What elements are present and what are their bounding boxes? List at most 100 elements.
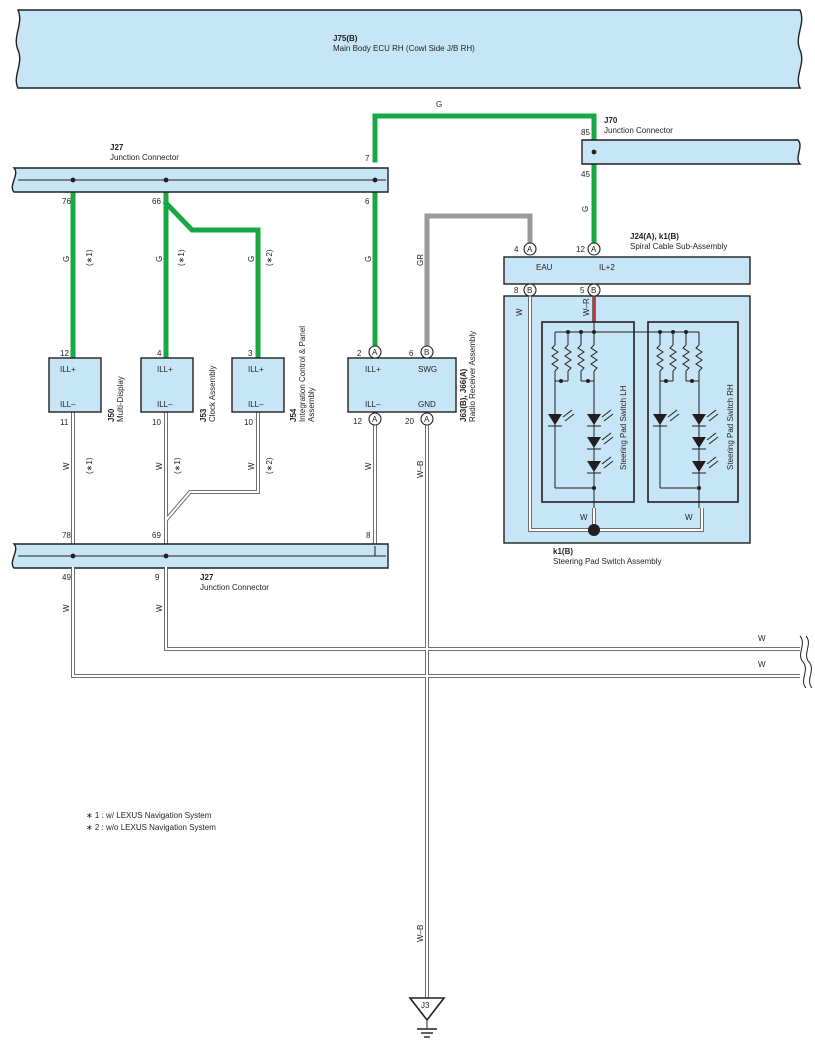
j27-top-junction-connector: J27 Junction Connector 76 66 7 6 bbox=[11, 143, 389, 206]
wire-labels: G G G (∗1) G (∗1) G (∗2) G GR W (∗1) W (… bbox=[62, 100, 766, 942]
ground-code: J3 bbox=[421, 1001, 430, 1010]
switch-rh-label: Steering Pad Switch RH bbox=[726, 384, 735, 470]
k1-wire-w-right: W bbox=[685, 513, 693, 522]
j53-name: Clock Assembly bbox=[208, 366, 217, 422]
ground-j3: J3 bbox=[408, 997, 446, 1038]
notes: ∗ 1 : w/ LEXUS Navigation System ∗ 2 : w… bbox=[86, 811, 216, 832]
svg-text:A: A bbox=[591, 245, 597, 254]
j27-top-name: Junction Connector bbox=[110, 153, 179, 162]
j53-ill-minus: ILL– bbox=[157, 400, 173, 409]
j24-spiral-cable: J24(A), k1(B) Spiral Cable Sub-Assembly … bbox=[503, 232, 751, 295]
wire-label-w-j50: W bbox=[62, 462, 71, 470]
j54-integration-control-panel: ILL+ ILL– 3 10 J54 Integration Control &… bbox=[231, 326, 316, 427]
wire-label-tag1-j50: (∗1) bbox=[85, 249, 94, 266]
j53-pin-bottom: 10 bbox=[152, 418, 161, 427]
j24-terminal-il2: IL+2 bbox=[599, 263, 615, 272]
j63-ill-plus: ILL+ bbox=[365, 365, 381, 374]
switch-lh-label: Steering Pad Switch LH bbox=[619, 385, 628, 470]
wire-label-tag1-w-j53: (∗1) bbox=[173, 457, 182, 474]
j63-pin-20: 20 bbox=[405, 417, 414, 426]
svg-text:B: B bbox=[424, 348, 429, 357]
svg-text:A: A bbox=[424, 415, 430, 424]
wire-label-w-j54: W bbox=[247, 462, 256, 470]
note-1: ∗ 1 : w/ LEXUS Navigation System bbox=[86, 811, 212, 820]
j27b-pin-78: 78 bbox=[62, 531, 71, 540]
j24-code: J24(A), k1(B) bbox=[630, 232, 679, 241]
wire-label-g-j54: G bbox=[247, 256, 256, 262]
j27b-code: J27 bbox=[200, 573, 214, 582]
j63-pin-6: 6 bbox=[409, 349, 414, 358]
svg-text:B: B bbox=[591, 286, 596, 295]
switch-lh-block bbox=[541, 321, 635, 503]
j70-junction-connector: J70 Junction Connector 85 45 bbox=[581, 116, 802, 179]
wire-label-gr: GR bbox=[416, 254, 425, 266]
j24-terminal-eau: EAU bbox=[536, 263, 553, 272]
wire-label-w-j63: W bbox=[364, 462, 373, 470]
svg-text:B: B bbox=[527, 286, 532, 295]
j50-name: Multi-Display bbox=[116, 376, 125, 422]
j27-pin-7: 7 bbox=[365, 154, 370, 163]
j63-swg: SWG bbox=[418, 365, 437, 374]
wire-label-g-j50: G bbox=[62, 256, 71, 262]
j54-name-line2: Assembly bbox=[307, 387, 316, 422]
j50-ill-plus: ILL+ bbox=[60, 365, 76, 374]
j54-name-line1: Integration Control & Panel bbox=[298, 326, 307, 422]
j53-clock-assembly: ILL+ ILL– 4 10 J53 Clock Assembly bbox=[140, 349, 217, 427]
j27b-pin-49: 49 bbox=[62, 573, 71, 582]
j27-top-code: J27 bbox=[110, 143, 124, 152]
j54-ill-plus: ILL+ bbox=[248, 365, 264, 374]
j63-code: J63(B), J66(A) bbox=[459, 368, 468, 422]
j27b-name: Junction Connector bbox=[200, 583, 269, 592]
wire-label-g-j63: G bbox=[364, 256, 373, 262]
j24-pin-4: 4 bbox=[514, 245, 519, 254]
j53-code: J53 bbox=[199, 408, 208, 422]
j50-code: J50 bbox=[107, 408, 116, 422]
svg-text:A: A bbox=[527, 245, 533, 254]
j24-name: Spiral Cable Sub-Assembly bbox=[630, 242, 727, 251]
j53-ill-plus: ILL+ bbox=[157, 365, 173, 374]
j50-multi-display: ILL+ ILL– 12 11 J50 Multi-Display bbox=[48, 349, 125, 427]
j27b-pin-69: 69 bbox=[152, 531, 161, 540]
j75-main-body-ecu: J75(B) Main Body ECU RH (Cowl Side J/B R… bbox=[15, 9, 803, 89]
j27-bottom-junction-connector: 78 69 8 49 9 J27 Junction Connector bbox=[11, 531, 389, 592]
j63-pin-2: 2 bbox=[357, 349, 362, 358]
j50-pin-top: 12 bbox=[60, 349, 69, 358]
j27-pin-66: 66 bbox=[152, 197, 161, 206]
j27b-pin-8: 8 bbox=[366, 531, 371, 540]
k1-wire-w-left: W bbox=[515, 308, 524, 316]
j54-code: J54 bbox=[289, 408, 298, 422]
wire-label-w-49: W bbox=[62, 604, 71, 612]
j50-ill-minus: ILL– bbox=[60, 400, 76, 409]
j24-pin-8: 8 bbox=[514, 286, 519, 295]
svg-text:A: A bbox=[372, 348, 378, 357]
j53-pin-top: 4 bbox=[157, 349, 162, 358]
j50-pin-bottom: 11 bbox=[60, 418, 69, 427]
wire-label-w-right-2: W bbox=[758, 660, 766, 669]
j70-code: J70 bbox=[604, 116, 618, 125]
wire-label-w-9: W bbox=[155, 604, 164, 612]
j24-pin-12: 12 bbox=[576, 245, 585, 254]
j63-pin-12: 12 bbox=[353, 417, 362, 426]
j27-pin-76: 76 bbox=[62, 197, 71, 206]
wire-label-tag1-j53: (∗1) bbox=[177, 249, 186, 266]
j63-gnd: GND bbox=[418, 400, 436, 409]
svg-text:A: A bbox=[372, 415, 378, 424]
wire-label-g-j70: G bbox=[581, 206, 590, 212]
j70-pin-45: 45 bbox=[581, 170, 590, 179]
wire-label-g-j53: G bbox=[155, 256, 164, 262]
j54-pin-top: 3 bbox=[248, 349, 253, 358]
wire-label-tag2-w-j54: (∗2) bbox=[265, 457, 274, 474]
wire-label-w-right-1: W bbox=[758, 634, 766, 643]
green-wires bbox=[70, 113, 597, 361]
j70-name: Junction Connector bbox=[604, 126, 673, 135]
led-icons bbox=[548, 414, 706, 474]
j63-name: Radio Receiver Assembly bbox=[468, 331, 477, 422]
j54-pin-bottom: 10 bbox=[244, 418, 253, 427]
wire-label-tag1-w-j50: (∗1) bbox=[85, 457, 94, 474]
j27b-pin-9: 9 bbox=[155, 573, 160, 582]
j63-ill-minus: ILL– bbox=[365, 400, 381, 409]
switch-rh-block bbox=[647, 321, 739, 503]
gr-wire bbox=[424, 213, 533, 347]
k1-wire-w-bottom: W bbox=[580, 513, 588, 522]
